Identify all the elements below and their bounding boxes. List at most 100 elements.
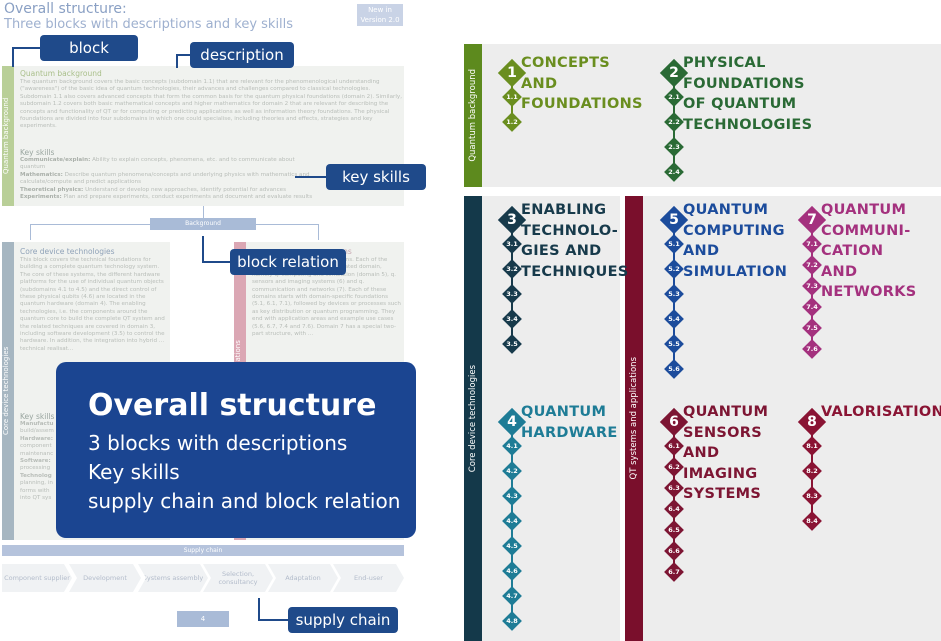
subdomain-6-5: 6.5 [668, 526, 680, 534]
subdomain-4-5: 4.5 [506, 542, 518, 550]
subdomain-3-3: 3.3 [506, 290, 518, 298]
subdomain-5-2: 5.2 [668, 265, 680, 273]
supply-step-development: Development [69, 564, 141, 592]
domain-title-line: AND [521, 75, 558, 92]
subdomain-7-3: 7.3 [806, 282, 818, 290]
qt-systems-bar-label: QT systems and applications [629, 357, 639, 480]
domain-title-line: COMMUNI- [821, 222, 911, 239]
callout-block-arrow [12, 47, 40, 49]
domain-title-line: TECHNOLOGIES [683, 116, 813, 133]
supply-step-selection: Selection, consultancy [203, 564, 273, 592]
domain-title-line: VALORISATION [821, 404, 941, 420]
subdomain-4-8: 4.8 [506, 617, 518, 625]
faded-quantum-background-bar: Quantum background [2, 66, 14, 206]
fragment: Manufactu [20, 421, 54, 427]
domain-title-line: FOUNDATIONS [521, 96, 643, 112]
domain-1-number: 1 [507, 65, 517, 81]
subdomain-2-4: 2.4 [668, 168, 680, 176]
callout-block: block [40, 35, 138, 61]
fragment: into QT sys [20, 495, 52, 502]
subdomain-5-4: 5.4 [668, 315, 680, 323]
supply-step-component-supplier: Component supplier [2, 564, 72, 592]
domain-title-line: NETWORKS [821, 284, 917, 300]
fragment: planning, in [20, 480, 53, 487]
quantum-background-block [464, 44, 941, 187]
subdomain-7-5: 7.5 [806, 324, 818, 332]
callout-block-relation-arrow [202, 261, 230, 263]
faded-core-key-skills-fragments: Manufactu build/assem Hardware: componen… [20, 421, 56, 531]
fragment: processing [20, 465, 51, 472]
domain-title-line: COMPUTING [683, 222, 785, 239]
subdomain-1-1: 1.1 [506, 93, 518, 101]
overlay-title: Overall structure [88, 388, 377, 423]
subdomain-1-2: 1.2 [506, 118, 518, 126]
faded-quantum-background-description: The quantum background covers the basic … [20, 79, 402, 130]
domain-5-number: 5 [669, 212, 679, 228]
supply-step-systems-assembly: Systems assembly [138, 564, 208, 592]
subdomain-6-7: 6.7 [668, 568, 680, 576]
subdomain-6-1: 6.1 [668, 442, 680, 450]
subdomain-4-6: 4.6 [506, 567, 518, 575]
relation-line-down-left [30, 224, 31, 240]
subdomain-4-2: 4.2 [506, 467, 518, 475]
domain-title-line: QUANTUM [683, 202, 769, 218]
domain-title-line: TECHNOLO- [521, 222, 619, 239]
domain-title-line: SIMULATION [683, 263, 788, 280]
domain-2-number: 2 [669, 65, 679, 81]
domain-title-line: HARDWARE [521, 424, 618, 441]
faded-key-skills-heading: Key skills [20, 148, 55, 157]
faded-key-skills-list: Communicate/explain: Ability to explain … [20, 157, 320, 203]
subdomain-3-1: 3.1 [506, 240, 518, 248]
background-relation-box: Background [150, 218, 256, 230]
subdomain-4-3: 4.3 [506, 492, 518, 500]
domain-title-line: IMAGING [683, 465, 758, 482]
subdomain-3-5: 3.5 [506, 340, 518, 348]
subdomain-2-1: 2.1 [668, 93, 680, 101]
callout-block-relation-arrow-up [202, 236, 204, 262]
qt-systems-bar: QT systems and applications [625, 196, 643, 641]
domain-title-line: PHYSICAL [683, 55, 766, 71]
callout-block-relation: block relation [230, 249, 346, 275]
domain-title-line: CONCEPTS [521, 55, 611, 71]
subdomain-5-6: 5.6 [668, 365, 680, 373]
subdomain-8-3: 8.3 [806, 492, 818, 500]
subdomain-7-2: 7.2 [806, 261, 818, 269]
fragment: maintenanc [20, 450, 54, 457]
callout-description-arrow [176, 54, 190, 56]
domain-title-line: FOUNDATIONS [683, 75, 805, 92]
faded-core-device-description: This block covers the technical foundati… [20, 257, 165, 352]
callout-description: description [190, 42, 294, 68]
subdomain-8-2: 8.2 [806, 467, 818, 475]
domain-title-line: SENSORS [683, 424, 762, 441]
supply-step-adaptation: Adaptation [268, 564, 338, 592]
quantum-background-bar-label: Quantum background [468, 69, 478, 162]
domain-8-title: VALORISATION [821, 402, 941, 423]
callout-block-arrow-down [12, 47, 14, 67]
subdomain-3-2: 3.2 [506, 265, 518, 273]
quantum-background-bar: Quantum background [464, 44, 482, 187]
domain-7-number: 7 [807, 212, 817, 228]
doc-subtitle: Three blocks with descriptions and key s… [4, 17, 294, 32]
subdomain-6-4: 6.4 [668, 505, 680, 513]
domain-title-line: SYSTEMS [683, 486, 762, 502]
relation-line-up [203, 206, 204, 218]
fragment: Software: [20, 458, 51, 465]
subdomain-7-6: 7.6 [806, 345, 818, 353]
faded-core-device-bar: Core device technologies [2, 242, 14, 540]
domain-4-number: 4 [507, 414, 517, 430]
domain-6-number: 6 [669, 414, 679, 430]
domain-3-number: 3 [507, 212, 517, 228]
domain-title-line: CATION [821, 243, 884, 259]
domain-title-line: QUANTUM [821, 202, 907, 218]
callout-key-skills-arrow [295, 176, 326, 178]
faded-key-skill: Experiments: Plan and prepare experiment… [20, 194, 313, 201]
subdomain-5-5: 5.5 [668, 340, 680, 348]
core-device-block [464, 196, 620, 641]
page-number: 4 [177, 611, 229, 627]
faded-quantum-background-heading: Quantum background [20, 69, 102, 78]
fragment: Hardware: [20, 435, 53, 442]
